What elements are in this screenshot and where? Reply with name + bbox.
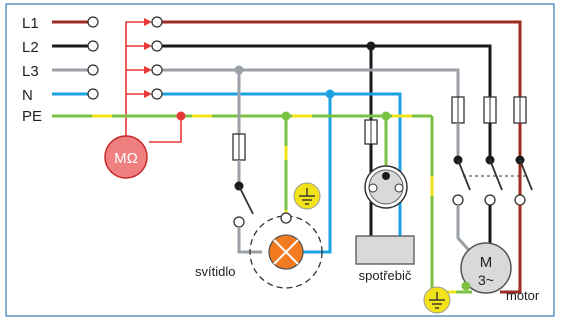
switch-icon bbox=[238, 185, 254, 215]
label-n: N bbox=[22, 87, 33, 104]
motor-label: motor bbox=[506, 288, 540, 303]
switch-icon bbox=[519, 159, 533, 191]
terminal-n-right bbox=[151, 88, 163, 100]
contactor-contact-3 bbox=[514, 194, 526, 206]
lamp-circuit: svítidlo bbox=[195, 70, 332, 289]
switch-icon bbox=[489, 159, 503, 191]
megohmmeter: MΩ bbox=[104, 135, 148, 179]
junction-pe-test bbox=[176, 111, 186, 121]
supply-terminals bbox=[87, 16, 99, 100]
main-buses bbox=[162, 20, 522, 294]
terminal-l1-left bbox=[87, 16, 99, 28]
test-lead-l1 bbox=[125, 21, 146, 46]
contactor-contact-2 bbox=[484, 194, 496, 206]
socket-hole-right bbox=[394, 183, 404, 193]
lamp-label: svítidlo bbox=[195, 264, 235, 279]
appliance-label: spotřebič bbox=[359, 268, 412, 283]
terminal-l2-left bbox=[87, 40, 99, 52]
contactor-contact-1 bbox=[452, 194, 464, 206]
arrow-l3 bbox=[144, 66, 152, 74]
lamp-cross-2 bbox=[273, 239, 299, 265]
lamp-feed-3 bbox=[237, 227, 262, 254]
motor-icon bbox=[460, 242, 512, 294]
test-leads bbox=[125, 21, 182, 143]
terminal-l3-left bbox=[87, 64, 99, 76]
lamp-pe-terminal bbox=[280, 212, 292, 224]
label-l3: L3 bbox=[22, 63, 39, 80]
bus-l2 bbox=[162, 44, 492, 97]
bus-terminals bbox=[151, 16, 163, 100]
arrow-n bbox=[144, 90, 152, 98]
switch-icon bbox=[457, 159, 471, 191]
label-pe: PE bbox=[22, 108, 42, 125]
arrow-l2 bbox=[144, 42, 152, 50]
lamp-return bbox=[300, 236, 332, 254]
appliance-box bbox=[355, 235, 415, 265]
ground-lamp bbox=[293, 182, 321, 210]
terminal-l3-right bbox=[151, 64, 163, 76]
socket-pe-pin bbox=[382, 172, 390, 180]
junction-n-lamp bbox=[325, 89, 335, 99]
switch-contact bbox=[233, 216, 245, 228]
megohmmeter-label: MΩ bbox=[114, 150, 138, 167]
terminal-l1-right bbox=[151, 16, 163, 28]
bus-l3 bbox=[162, 68, 460, 97]
megohmmeter-icon bbox=[104, 135, 148, 179]
lamp-enclosure bbox=[249, 215, 323, 289]
test-arrowheads bbox=[144, 18, 152, 98]
socket-hole-left bbox=[368, 183, 378, 193]
junction-l2-appliance bbox=[366, 41, 376, 51]
terminal-n-left bbox=[87, 88, 99, 100]
motor-circuit: M 3~ motor bbox=[451, 96, 540, 303]
label-l2: L2 bbox=[22, 39, 39, 56]
supply-stubs bbox=[52, 20, 88, 96]
motor-pe-terminal bbox=[461, 281, 471, 291]
label-l1: L1 bbox=[22, 15, 39, 32]
junction-pe-lamp bbox=[281, 111, 291, 121]
motor-m-label: M bbox=[480, 254, 493, 271]
junction-pe-socket bbox=[381, 111, 391, 121]
appliance-circuit: spotřebič bbox=[355, 119, 415, 283]
arrow-l1 bbox=[144, 18, 152, 26]
motor-phase-label: 3~ bbox=[478, 272, 494, 288]
test-lead-pe bbox=[149, 116, 182, 143]
terminal-l2-right bbox=[151, 40, 163, 52]
junctions bbox=[176, 41, 391, 121]
ground-motor bbox=[423, 286, 451, 314]
